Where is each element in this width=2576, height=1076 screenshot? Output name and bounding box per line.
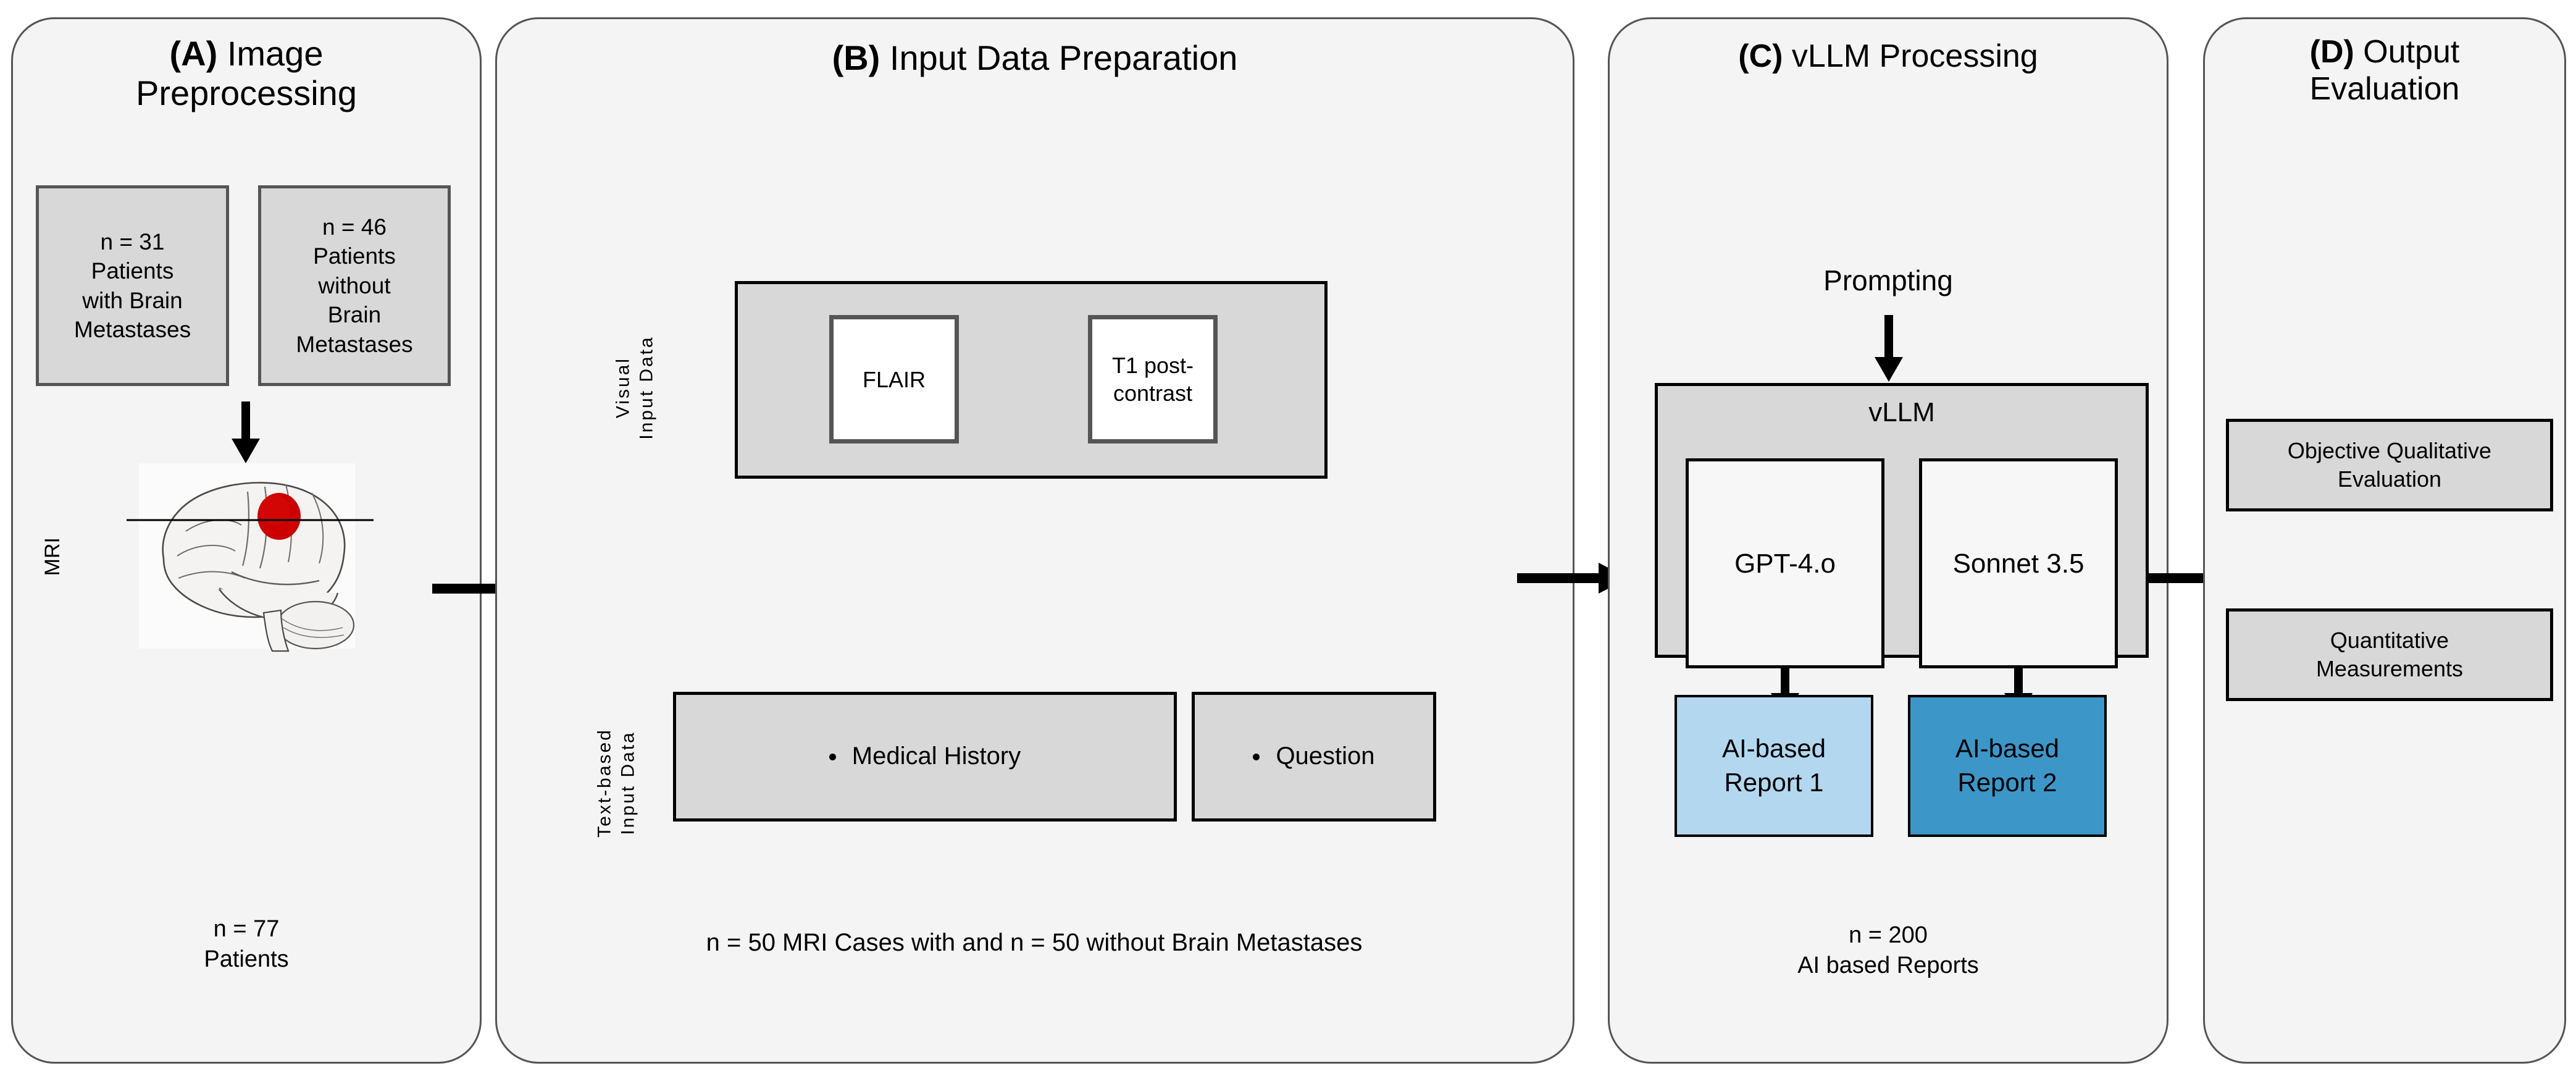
cohort-left-line4: Metastases [73, 316, 191, 342]
mri-modality-label: MRI [40, 537, 64, 576]
visual-item-flair: FLAIR [829, 315, 959, 443]
panel-c-tag: (C) [1738, 38, 1783, 74]
flair-label: FLAIR [862, 366, 926, 392]
cohort-right-line2: Patients [313, 243, 396, 269]
cohort-right-line1: n = 46 [322, 214, 387, 240]
arrow-head [1875, 357, 1903, 382]
panel-a-tag: (A) [169, 34, 218, 73]
panel-d-output-evaluation [2203, 17, 2566, 1064]
medical-history-label: Medical History [851, 742, 1021, 770]
panel-b-title-text: Input Data Preparation [889, 38, 1238, 77]
vllm-container-label: vLLM [1868, 397, 1935, 427]
arrow-head [232, 439, 260, 463]
output1-line2: Evaluation [2337, 466, 2442, 492]
cohort-box-with-metastases: n = 31 Patients with Brain Metastases [36, 185, 229, 386]
panel-c-footer-line1: n = 200 [1849, 922, 1928, 948]
output2-line2: Measurements [2315, 656, 2464, 681]
t1-label-line1: T1 post- [1111, 353, 1194, 378]
visual-input-container [735, 281, 1328, 479]
report1-line1: AI-based [1721, 734, 1826, 763]
panel-c-title: (C) vLLM Processing [1608, 38, 2168, 75]
panel-b-tag: (B) [832, 38, 880, 77]
cohort-box-without-metastases: n = 46 Patients without Brain Metastases [258, 185, 451, 386]
gpt4o-label: GPT-4.o [1734, 548, 1836, 579]
arrow-shaft [241, 401, 250, 440]
arrow-prompting-to-vllm [1875, 315, 1903, 383]
arrow-shaft [1517, 573, 1600, 583]
arrow-shaft [432, 584, 506, 594]
visual-input-label-line2: Input Data [636, 335, 656, 440]
ai-report-2-box: AI-based Report 2 [1908, 695, 2107, 837]
visual-input-data-label: Visual Input Data [612, 295, 658, 481]
panel-b-footer: n = 50 MRI Cases with and n = 50 without… [587, 927, 1482, 959]
panel-a-footer-line2: Patients [204, 946, 289, 973]
ai-report-1-box: AI-based Report 1 [1675, 695, 1873, 837]
question-label: Question [1276, 742, 1375, 770]
sonnet35-label: Sonnet 3.5 [1952, 548, 2085, 579]
arrow-shaft [2014, 667, 2023, 696]
panel-b-footer-text: n = 50 MRI Cases with and n = 50 without… [706, 929, 1363, 956]
panel-a-title: (A) Image Preprocessing [11, 34, 482, 114]
arrow-shaft [2146, 573, 2206, 583]
panel-d-title-line1: Output [2363, 34, 2460, 70]
cohort-right-line5: Metastases [296, 331, 413, 357]
cohort-left-line2: Patients [91, 258, 174, 284]
mri-brain-illustration [127, 457, 374, 655]
panel-a-title-line1: Image [227, 34, 324, 73]
model-box-sonnet35: Sonnet 3.5 [1919, 458, 2118, 668]
output2-line1: Quantitative [2330, 627, 2449, 653]
bullet-icon [829, 753, 836, 760]
text-input-data-label: Text-based Input Data [593, 691, 640, 876]
report2-line2: Report 2 [1957, 768, 2057, 797]
text-input-label-line2: Input Data [617, 731, 638, 835]
output1-line1: Objective Qualitative [2287, 437, 2492, 463]
panel-a-footer: n = 77 Patients [11, 914, 482, 975]
panel-c-title-text: vLLM Processing [1791, 38, 2038, 74]
visual-item-t1-post-contrast: T1 post- contrast [1088, 315, 1218, 443]
output-box-quantitative-measurements: Quantitative Measurements [2226, 608, 2553, 701]
panel-d-tag: (D) [2309, 34, 2354, 70]
panel-d-title-line2: Evaluation [2309, 70, 2460, 107]
model-box-gpt4o: GPT-4.o [1686, 458, 1884, 668]
arrow-shaft [1781, 667, 1789, 696]
arrow-cohort-to-mri [232, 401, 260, 463]
text-input-label-line1: Text-based [594, 728, 615, 838]
panel-c-footer: n = 200 AI based Reports [1608, 920, 2168, 981]
panel-a-title-line2: Preprocessing [136, 74, 357, 113]
arrow-shaft [1884, 315, 1893, 359]
panel-d-title: (D) Output Evaluation [2203, 34, 2566, 108]
panel-b-title: (B) Input Data Preparation [495, 38, 1574, 78]
panel-a-footer-line1: n = 77 [213, 916, 280, 942]
report1-line2: Report 1 [1724, 768, 1824, 797]
visual-input-label-line1: Visual [613, 356, 634, 419]
cohort-right-line4: Brain [327, 302, 382, 328]
brain-svg [127, 463, 374, 652]
text-item-question: Question [1192, 692, 1436, 822]
cohort-right-line3: without [318, 272, 391, 298]
panel-c-footer-line2: AI based Reports [1797, 952, 1979, 979]
report2-line1: AI-based [1955, 734, 2060, 763]
bullet-icon [1253, 753, 1260, 760]
t1-label-line2: contrast [1113, 380, 1193, 406]
cohort-left-line3: with Brain [82, 287, 183, 313]
prompting-label: Prompting [1823, 264, 1953, 296]
text-item-medical-history: Medical History [673, 692, 1177, 822]
cohort-left-line1: n = 31 [100, 229, 165, 254]
output-box-qualitative-evaluation: Objective Qualitative Evaluation [2226, 419, 2553, 511]
panel-b-input-data-preparation [495, 17, 1574, 1064]
